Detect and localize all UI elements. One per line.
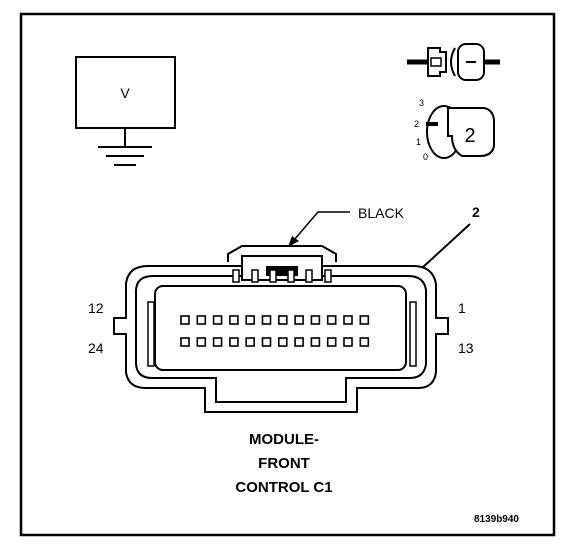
connector-body: [113, 245, 449, 413]
pin-cavity: [277, 315, 288, 325]
pin-cavity: [359, 337, 370, 347]
pin-cavity: [294, 315, 304, 325]
pin-cavity: [196, 315, 207, 325]
figure-id: 8139b940: [474, 514, 519, 525]
pin-cavity: [212, 337, 223, 347]
voltmeter-symbol: V: [75, 56, 176, 166]
pin-cavity: [326, 315, 337, 325]
pin-cavity: [229, 315, 239, 325]
dial-position-1: 1: [416, 137, 421, 147]
pin-cavity: [326, 337, 337, 347]
pin-label-right-top: 1: [458, 300, 466, 316]
pin-cavity: [180, 337, 190, 347]
pin-cavity: [310, 337, 321, 347]
connector-name-line-2: FRONT: [258, 455, 310, 472]
pin-cavity: [180, 315, 190, 325]
connector-name-line-1: MODULE-: [249, 431, 319, 448]
pin-label-left-top: 12: [88, 300, 104, 316]
pin-cavity: [343, 337, 353, 347]
pin-cavity: [294, 337, 304, 347]
pin-cavity: [343, 315, 353, 325]
dial-position-0: 0: [423, 152, 428, 162]
connector-name: MODULE- FRONT CONTROL C1: [235, 431, 332, 496]
pin-cavity: [245, 315, 255, 325]
color-callout: BLACK: [288, 205, 405, 247]
pin-cavity-area: [154, 285, 407, 371]
pin-cavity: [310, 315, 321, 325]
pin-label-right-bottom: 13: [458, 340, 474, 356]
connector-plug-icon: [407, 43, 500, 81]
pin-cavity: [245, 337, 255, 347]
connector-name-line-3: CONTROL C1: [235, 479, 332, 496]
ground-icon: [98, 146, 152, 166]
selector-dial-icon: 3 2 1 0 2: [414, 98, 495, 162]
dial-position-3: 3: [419, 98, 424, 108]
connector-color-label: BLACK: [358, 205, 405, 221]
voltmeter-label: V: [120, 85, 130, 101]
pin-label-left-bottom: 24: [88, 340, 104, 356]
pin-cavity: [359, 315, 370, 325]
pin-grid: [180, 315, 370, 347]
pin-callout-label: 2: [472, 204, 480, 220]
pin-cavity: [261, 337, 272, 347]
pin-cavity: [277, 337, 288, 347]
pin-cavity: [229, 337, 239, 347]
pin-cavity: [196, 337, 207, 347]
pin-cavity: [212, 315, 223, 325]
dial-selected-value: 2: [464, 125, 475, 147]
figure-border: [19, 12, 556, 537]
pin-cavity: [261, 315, 272, 325]
dial-position-2: 2: [414, 119, 419, 129]
